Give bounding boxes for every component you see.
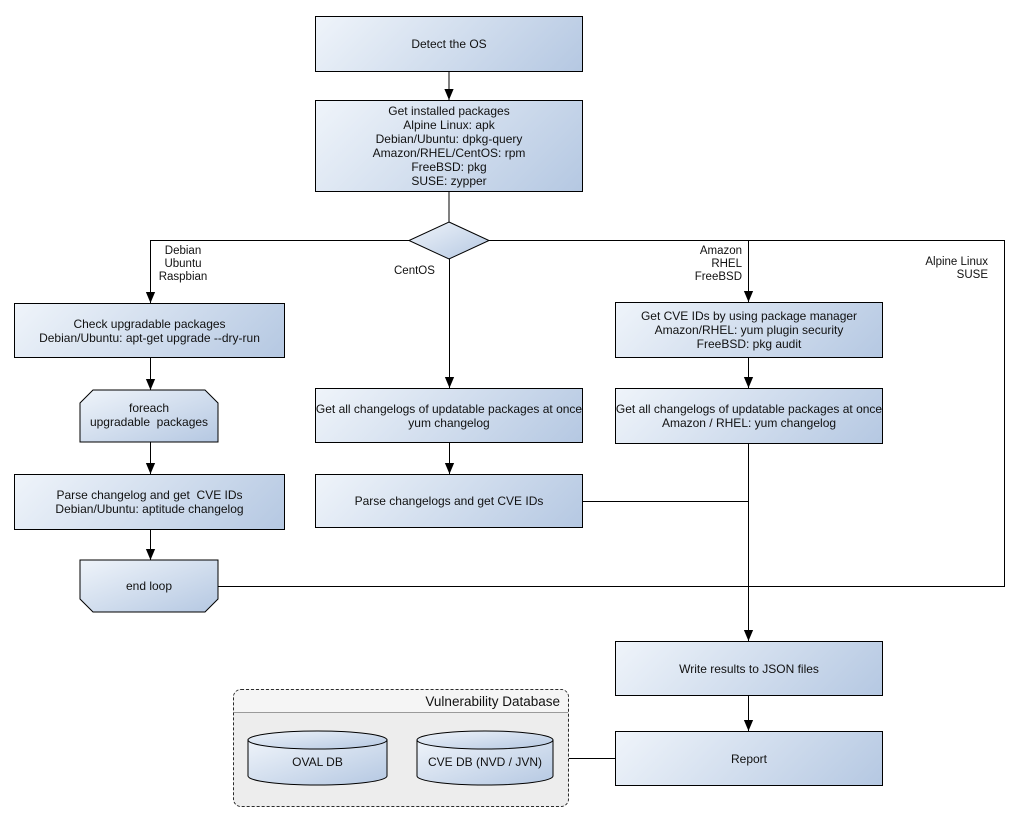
branch-label-debian: Debian Ubuntu Raspbian <box>150 245 216 284</box>
node-label: Amazon / RHEL: yum changelog <box>661 416 837 430</box>
branch-label-line: FreeBSD <box>694 271 742 283</box>
node-detect-os: Detect the OS <box>315 16 583 72</box>
node-label: upgradable packages <box>89 415 209 429</box>
vulnerability-database-title: Vulnerability Database <box>234 690 568 713</box>
node-label: FreeBSD: pkg audit <box>696 337 802 351</box>
branch-label-centos: CentOS <box>394 265 446 278</box>
node-label: Get all changelogs of updatable packages… <box>615 402 883 416</box>
decision-diamond <box>407 221 491 260</box>
node-label: Amazon/RHEL/CentOS: rpm <box>372 146 526 160</box>
branch-label-line: Debian <box>164 245 202 257</box>
node-get-cve-ids-pkg-manager: Get CVE IDs by using package manager Ama… <box>615 302 883 358</box>
node-label: Amazon/RHEL: yum plugin security <box>654 323 844 337</box>
end-loop-shape <box>79 559 219 613</box>
node-label: Get CVE IDs by using package manager <box>640 309 858 323</box>
node-parse-changelogs-centos: Parse changelogs and get CVE IDs <box>315 474 583 528</box>
node-get-installed-packages: Get installed packages Alpine Linux: apk… <box>315 100 583 192</box>
branch-label-alpine: Alpine Linux SUSE <box>900 256 988 282</box>
node-report: Report <box>615 731 883 786</box>
node-label: Detect the OS <box>411 37 487 51</box>
branch-label-line: Alpine Linux <box>925 256 988 268</box>
node-label: FreeBSD: pkg <box>411 160 487 174</box>
vulnerability-database-group: Vulnerability Database <box>233 689 569 807</box>
node-label: Alpine Linux: apk <box>403 118 495 132</box>
branch-label-line: CentOS <box>394 265 435 277</box>
node-label: SUSE: zypper <box>411 174 487 188</box>
node-check-upgradable-packages: Check upgradable packages Debian/Ubuntu:… <box>14 303 285 358</box>
branch-label-line: Ubuntu <box>164 258 202 270</box>
foreach-loop-shape <box>79 389 219 443</box>
node-label: Get all changelogs of updatable packages… <box>315 401 583 416</box>
foreach-loop-label: foreach upgradable packages <box>80 401 218 429</box>
node-label: end loop <box>125 579 173 593</box>
end-loop-label: end loop <box>80 579 218 593</box>
node-label: Get installed packages <box>388 104 510 118</box>
node-get-changelogs-centos: Get all changelogs of updatable packages… <box>315 388 583 443</box>
node-label: Write results to JSON files <box>679 661 819 676</box>
node-label: Parse changelog and get CVE IDs <box>56 488 243 502</box>
node-label: Debian/Ubuntu: aptitude changelog <box>55 502 244 516</box>
node-label: Debian/Ubuntu: apt-get upgrade --dry-run <box>39 330 260 345</box>
branch-label-line: Raspbian <box>158 271 208 283</box>
node-label: foreach <box>128 401 170 415</box>
node-parse-changelog-debian: Parse changelog and get CVE IDs Debian/U… <box>14 474 285 530</box>
branch-label-line: SUSE <box>956 269 988 281</box>
node-write-results-json: Write results to JSON files <box>615 641 883 696</box>
node-label: Report <box>730 751 768 766</box>
branch-label-line: Amazon <box>699 245 742 257</box>
node-label: Debian/Ubuntu: dpkg-query <box>375 132 523 146</box>
node-label: Check upgradable packages <box>73 316 226 331</box>
branch-label-line: RHEL <box>711 258 742 270</box>
node-label: yum changelog <box>408 415 490 430</box>
node-label: Parse changelogs and get CVE IDs <box>354 494 544 508</box>
branch-label-amazon: Amazon RHEL FreeBSD <box>646 245 742 284</box>
node-get-changelogs-amazon: Get all changelogs of updatable packages… <box>615 388 883 444</box>
